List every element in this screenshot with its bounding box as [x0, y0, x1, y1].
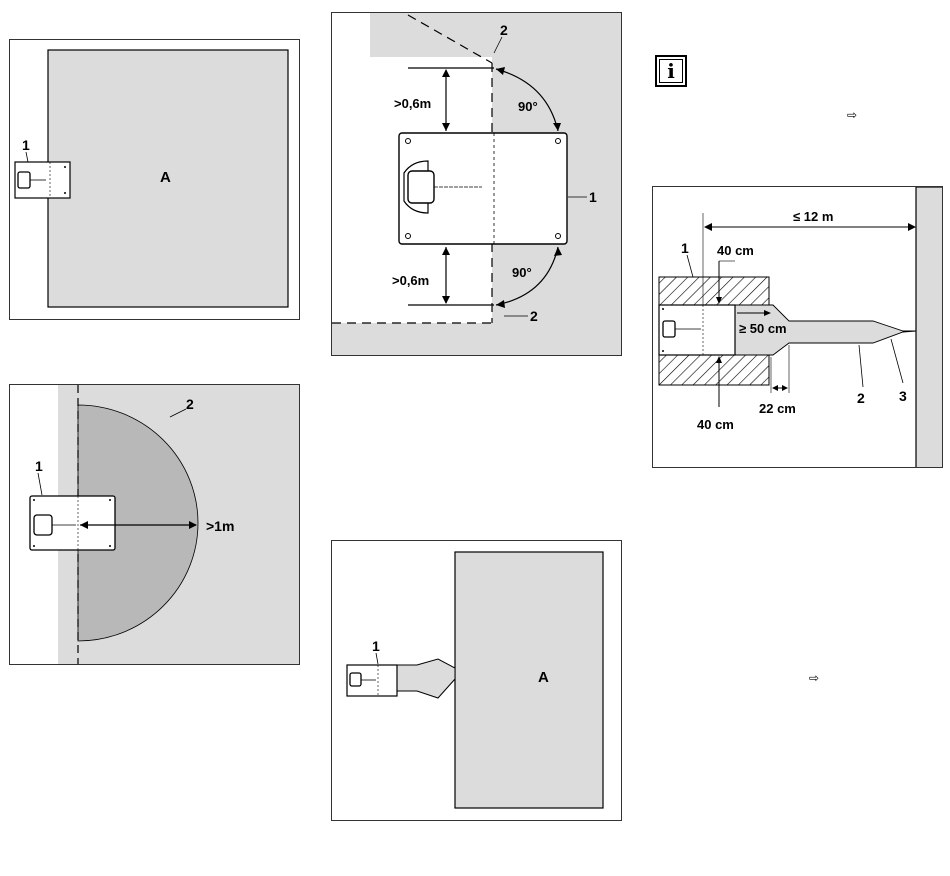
dist-top: >0,6m [394, 96, 431, 111]
corridor [395, 659, 455, 698]
dim-22: 22 cm [759, 401, 796, 416]
angle-top: 90° [518, 99, 538, 114]
reference-arrow-icon: ⇨ [847, 108, 857, 122]
arrowhead [772, 385, 778, 391]
lawn-area [455, 552, 603, 808]
dist-max: ≤ 12 m [793, 209, 833, 224]
figure-corridor-dimensions-drawing: ≤ 12 m 40 cm ≥ 50 cm 22 cm 40 cm 1 2 3 [653, 187, 943, 468]
figure-station-edge: 1 A [9, 39, 300, 320]
callout-3: 3 [899, 388, 907, 404]
charging-station [399, 133, 567, 244]
figure-station-corridor-drawing: 1 A [332, 541, 622, 821]
charging-station [347, 665, 397, 696]
figure-station-clearance-drawing: 1 >0,6m 90° 2 >0,6m 90° 2 [332, 13, 622, 356]
dim-40-top: 40 cm [717, 243, 754, 258]
callout-line-3 [891, 339, 903, 383]
figure-corridor-dimensions: ≤ 12 m 40 cm ≥ 50 cm 22 cm 40 cm 1 2 3 [652, 186, 943, 468]
area-label: A [538, 669, 549, 686]
figure-station-corridor: 1 A [331, 540, 622, 821]
obstacle-bottom [659, 355, 769, 385]
dist-bottom: >0,6m [392, 273, 429, 288]
figure-station-zone: >1m 1 2 [9, 384, 300, 665]
callout-2: 2 [857, 390, 865, 406]
gap-bottom [442, 253, 462, 313]
callout-line-1 [26, 152, 28, 162]
wall [916, 187, 943, 468]
figure-station-edge-drawing: 1 A [10, 40, 300, 320]
info-icon-inner: i [659, 59, 683, 83]
obstacle-top [659, 277, 769, 305]
callout-line-1 [376, 653, 378, 664]
callout-1: 1 [35, 458, 43, 474]
arrowhead [908, 223, 916, 231]
info-icon: i [655, 55, 687, 87]
figure-station-zone-drawing: >1m 1 2 [10, 385, 300, 665]
arrowhead [442, 247, 450, 255]
reference-arrow-icon: ⇨ [809, 671, 819, 685]
charging-station [659, 305, 735, 355]
callout-line-2 [859, 345, 863, 387]
callout-2-top: 2 [500, 22, 508, 38]
callout-1: 1 [372, 638, 380, 654]
callout-line-1 [687, 255, 693, 277]
charging-station [15, 162, 70, 198]
callout-1: 1 [22, 137, 30, 153]
charging-station [30, 496, 115, 550]
callout-line-1 [38, 473, 42, 495]
area-label: A [160, 169, 171, 186]
callout-2-bottom: 2 [530, 308, 538, 324]
dim-50: ≥ 50 cm [739, 321, 787, 336]
figure-station-clearance: 1 >0,6m 90° 2 >0,6m 90° 2 [331, 12, 622, 356]
arrowhead [704, 223, 712, 231]
dist-label: >1m [206, 518, 234, 534]
callout-1: 1 [681, 240, 689, 256]
dim-40-bottom: 40 cm [697, 417, 734, 432]
callout-1: 1 [589, 189, 597, 205]
arrowhead [782, 385, 788, 391]
angle-bottom: 90° [512, 265, 532, 280]
callout-2: 2 [186, 396, 194, 412]
